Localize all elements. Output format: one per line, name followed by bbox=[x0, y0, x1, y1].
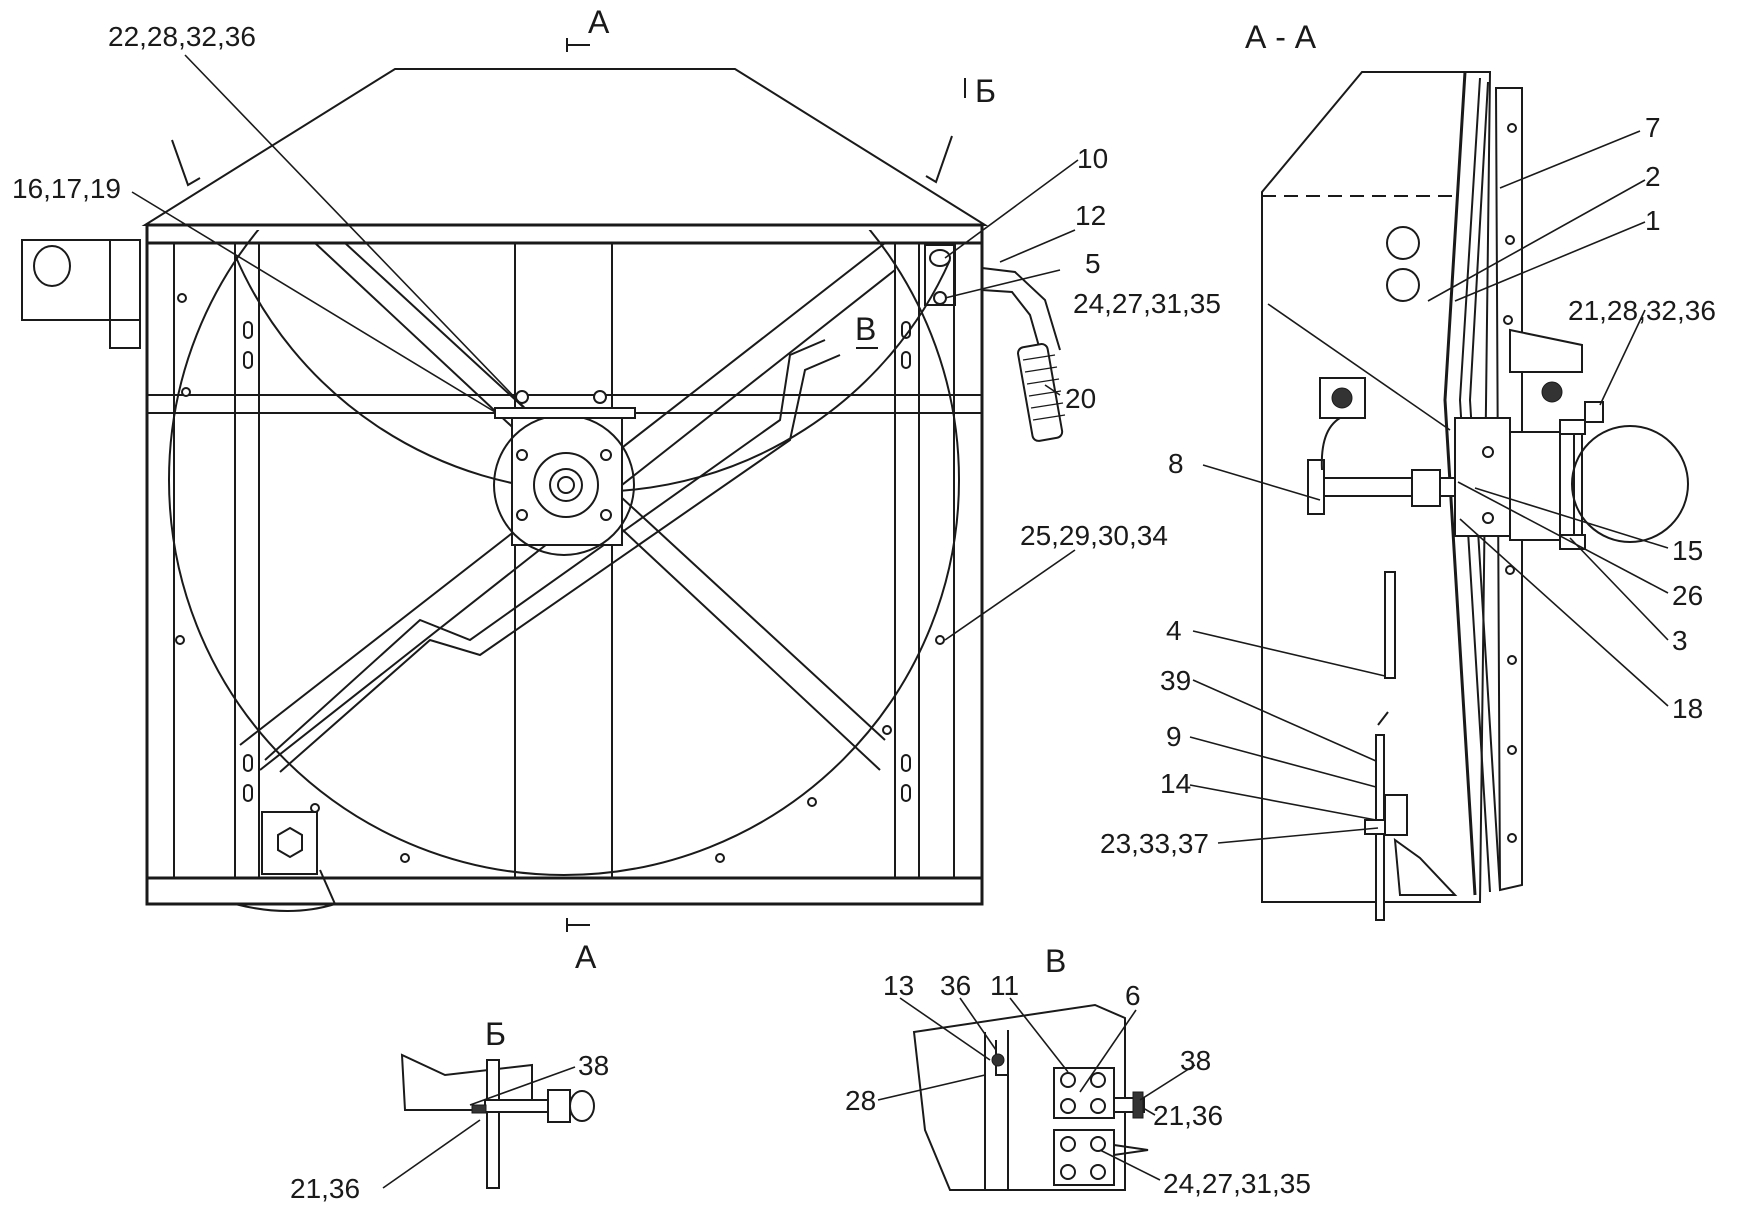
front-leaders bbox=[131, 54, 1079, 641]
section-mark-v: В bbox=[855, 311, 876, 347]
section-aa-title: А - А bbox=[1245, 19, 1317, 55]
label-22-28-32-36: 22,28,32,36 bbox=[108, 21, 256, 52]
label-10: 10 bbox=[1077, 143, 1108, 174]
label-39: 39 bbox=[1160, 665, 1191, 696]
section-aa bbox=[1261, 71, 1689, 921]
label-2: 2 bbox=[1645, 161, 1661, 192]
view-b-title: Б bbox=[485, 1016, 506, 1052]
handle-grip bbox=[1017, 343, 1066, 442]
view-v bbox=[912, 1003, 1149, 1191]
view-b bbox=[400, 1053, 595, 1189]
label-9: 9 bbox=[1166, 721, 1182, 752]
label-14: 14 bbox=[1160, 768, 1191, 799]
view-v-label-13: 13 bbox=[883, 970, 914, 1001]
section-mark-b: Б bbox=[975, 73, 996, 109]
view-v-title: В bbox=[1045, 943, 1066, 979]
label-23-33-37: 23,33,37 bbox=[1100, 828, 1209, 859]
label-25-29-30-34: 25,29,30,34 bbox=[1020, 520, 1168, 551]
label-24-27-31-35: 24,27,31,35 bbox=[1073, 288, 1221, 319]
view-v-leaders bbox=[877, 997, 1196, 1181]
view-b-leaders bbox=[382, 1066, 576, 1189]
view-v-label-28: 28 bbox=[845, 1085, 876, 1116]
section-mark-a-top: А bbox=[588, 4, 610, 40]
label-15: 15 bbox=[1672, 535, 1703, 566]
view-b-label-21-36: 21,36 bbox=[290, 1173, 360, 1204]
label-20: 20 bbox=[1065, 383, 1096, 414]
section-leaders bbox=[1189, 130, 1669, 844]
view-b-label-38: 38 bbox=[578, 1050, 609, 1081]
view-v-label-21-36: 21,36 bbox=[1153, 1100, 1223, 1131]
label-26: 26 bbox=[1672, 580, 1703, 611]
label-1: 1 bbox=[1645, 205, 1661, 236]
view-v-label-38: 38 bbox=[1180, 1045, 1211, 1076]
view-v-label-24-27-31-35: 24,27,31,35 bbox=[1163, 1168, 1311, 1199]
view-v-label-11: 11 bbox=[990, 970, 1019, 1001]
label-4: 4 bbox=[1166, 615, 1182, 646]
label-8: 8 bbox=[1168, 448, 1184, 479]
view-v-label-36: 36 bbox=[940, 970, 971, 1001]
section-mark-a-bottom: А bbox=[575, 939, 597, 975]
label-12: 12 bbox=[1075, 200, 1106, 231]
label-16-17-19: 16,17,19 bbox=[12, 173, 121, 204]
front-view bbox=[21, 38, 1066, 932]
view-v-label-6: 6 bbox=[1125, 980, 1141, 1011]
label-3: 3 bbox=[1672, 625, 1688, 656]
label-5: 5 bbox=[1085, 248, 1101, 279]
label-7: 7 bbox=[1645, 112, 1661, 143]
label-21-28-32-36: 21,28,32,36 bbox=[1568, 295, 1716, 326]
label-18: 18 bbox=[1672, 693, 1703, 724]
